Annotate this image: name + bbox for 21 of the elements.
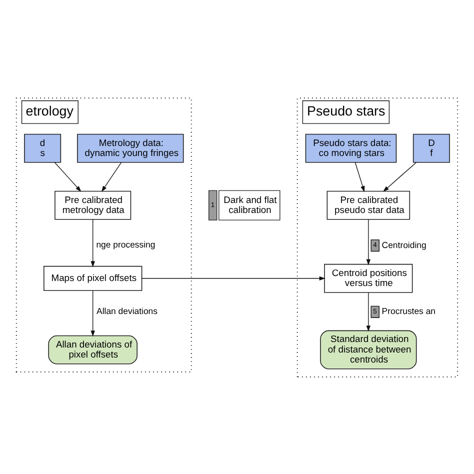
arrow [366,218,371,265]
edge-label: Allan deviations [96,305,158,316]
arrow [101,162,122,192]
arrow [354,162,365,192]
edge-label: nge processing [96,238,156,249]
node-box: Pre calibrated pseudo star data [326,190,410,220]
arrow [54,162,82,192]
arrow [142,276,326,280]
arrow [90,290,95,336]
node-box: Standard deviation of distance between centroids [320,330,417,369]
arrow [90,218,95,267]
node-box: Metrology data: dynamic young fringes [77,133,184,162]
node-box: Pre calibrated metrology data [54,190,132,220]
arrow [382,162,417,192]
node-box: D f [412,133,450,162]
node-box: d s [24,133,62,162]
node-box: Centroid positions versus time [324,263,413,292]
node-box: Pseudo stars data: co moving stars [305,133,397,162]
node-box: Maps of pixel offsets [44,265,142,290]
node-box: Allan deviations of pixel offsets [48,334,138,364]
arrow [366,292,371,332]
